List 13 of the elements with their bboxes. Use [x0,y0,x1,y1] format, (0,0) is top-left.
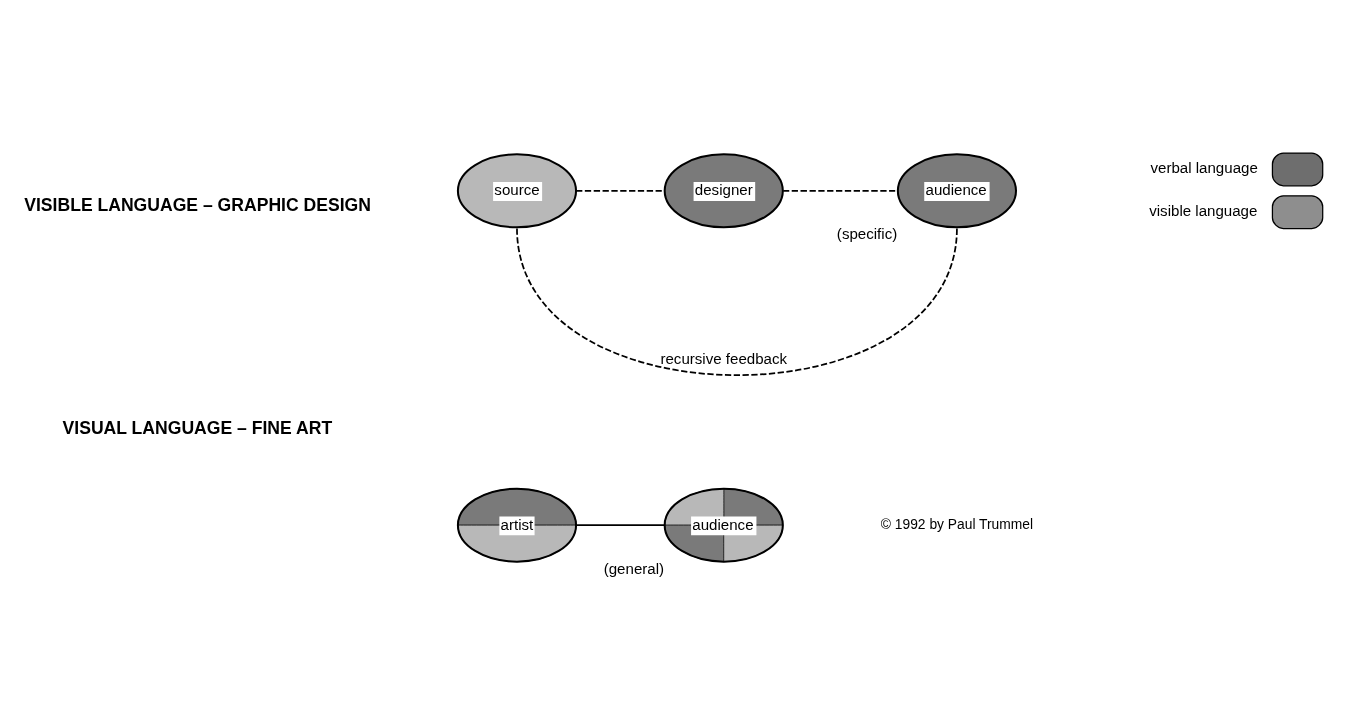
node-ellipse: audience [896,152,1017,228]
connector [516,227,958,376]
node-label: (general) [603,559,665,577]
label: © 1992 by Paul Trummel [880,515,1034,532]
label: VISIBLE LANGUAGE – GRAPHIC DESIGN [24,194,371,215]
node-label: (specific) [836,224,898,242]
legend-label: visible language [1149,201,1258,219]
connector [575,523,666,526]
legend-label: verbal language [1150,158,1258,176]
node-ellipse: designer [663,152,784,228]
label: VISUAL LANGUAGE – FINE ART [62,417,333,438]
edge-label: recursive feedback [660,349,788,367]
node-ellipse: source [456,152,578,228]
